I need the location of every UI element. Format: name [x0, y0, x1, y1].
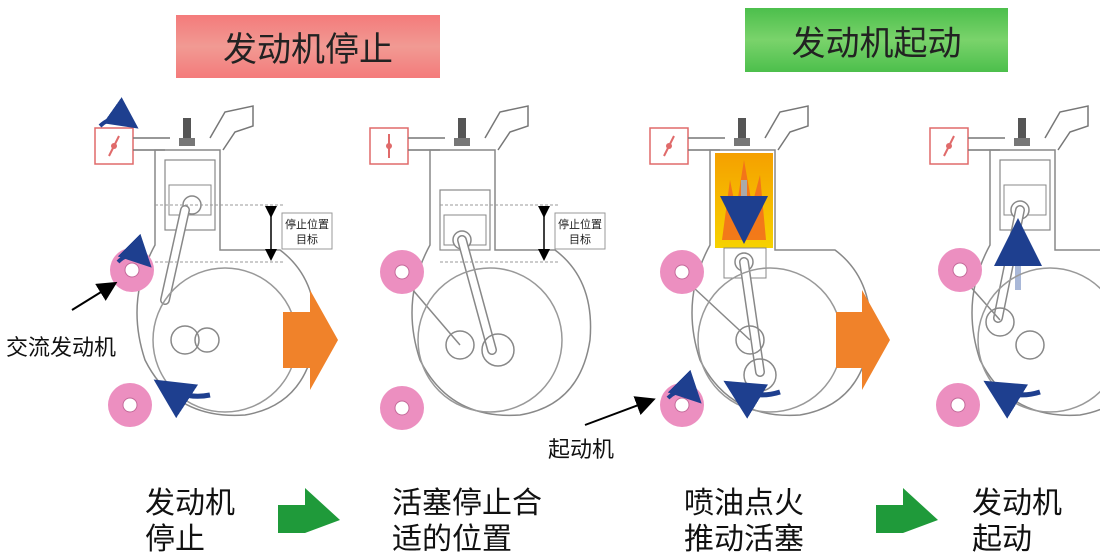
ac-motor-label: 交流发动机: [6, 336, 117, 361]
spark-plug-icon: [1014, 118, 1030, 146]
stage-4-crank-rotation-arrow: [983, 380, 1041, 419]
stage-arrow-1: [283, 290, 338, 390]
stage-2-engine: [369, 105, 592, 417]
caption-line: 停止: [145, 522, 205, 557]
caption-stage-4: 发动机 起动: [972, 486, 1062, 558]
caption-line: 发动机: [145, 486, 235, 521]
stage-1-throttle-rotation-arrow: [98, 97, 139, 129]
stage-1-ac-motor-rotation-arrow: [116, 233, 152, 268]
stage-1-engine: [94, 105, 317, 417]
caption-line: 起动: [972, 522, 1032, 557]
starter-pointer: [584, 396, 656, 426]
stage-3-engine: [649, 105, 872, 417]
stage-3-starter-rotation-arrow: [666, 369, 702, 404]
caption-stage-3: 喷油点火 推动活塞: [684, 486, 804, 558]
throttle-valve-icon: [94, 127, 134, 165]
caption-line: 喷油点火: [684, 486, 804, 521]
stage-arrow-2: [836, 290, 890, 390]
caption-line: 推动活塞: [684, 522, 804, 557]
throttle-valve-icon: [929, 127, 969, 165]
throttle-valve-icon: [649, 127, 689, 165]
engine-start-title: 发动机起动: [745, 8, 1008, 72]
starter-label: 起动机: [548, 438, 615, 463]
engine-stages-diagram: 停止位置 目标 停止位置 目标: [71, 97, 1100, 533]
stage-3-crank-rotation-arrow: [723, 380, 781, 419]
stop-position-label-line1: 停止位置: [558, 217, 602, 231]
stage-1-stop-position-bracket: 停止位置 目标: [155, 204, 333, 263]
caption-arrow-1: [278, 488, 340, 533]
stage-1-crank-rotation-arrow: [153, 379, 211, 419]
caption-stage-2: 活塞停止合 适的位置: [392, 486, 542, 558]
caption-line: 发动机: [972, 486, 1062, 521]
throttle-valve-icon: [369, 127, 409, 165]
spark-plug-icon: [454, 118, 470, 146]
caption-stage-1: 发动机 停止: [145, 486, 235, 558]
spark-plug-icon: [734, 118, 750, 146]
caption-arrow-2: [876, 488, 938, 533]
engine-stop-title: 发动机停止: [176, 15, 440, 78]
spark-plug-icon: [179, 118, 195, 146]
caption-line: 活塞停止合: [392, 486, 542, 521]
stop-position-label-line2: 目标: [569, 232, 591, 246]
ac-motor-pointer: [71, 281, 118, 311]
stop-position-label-line2: 目标: [296, 232, 318, 246]
caption-line: 适的位置: [392, 522, 512, 557]
stage-2-stop-position-bracket: 停止位置 目标: [440, 204, 606, 263]
stop-position-label-line1: 停止位置: [285, 217, 329, 231]
